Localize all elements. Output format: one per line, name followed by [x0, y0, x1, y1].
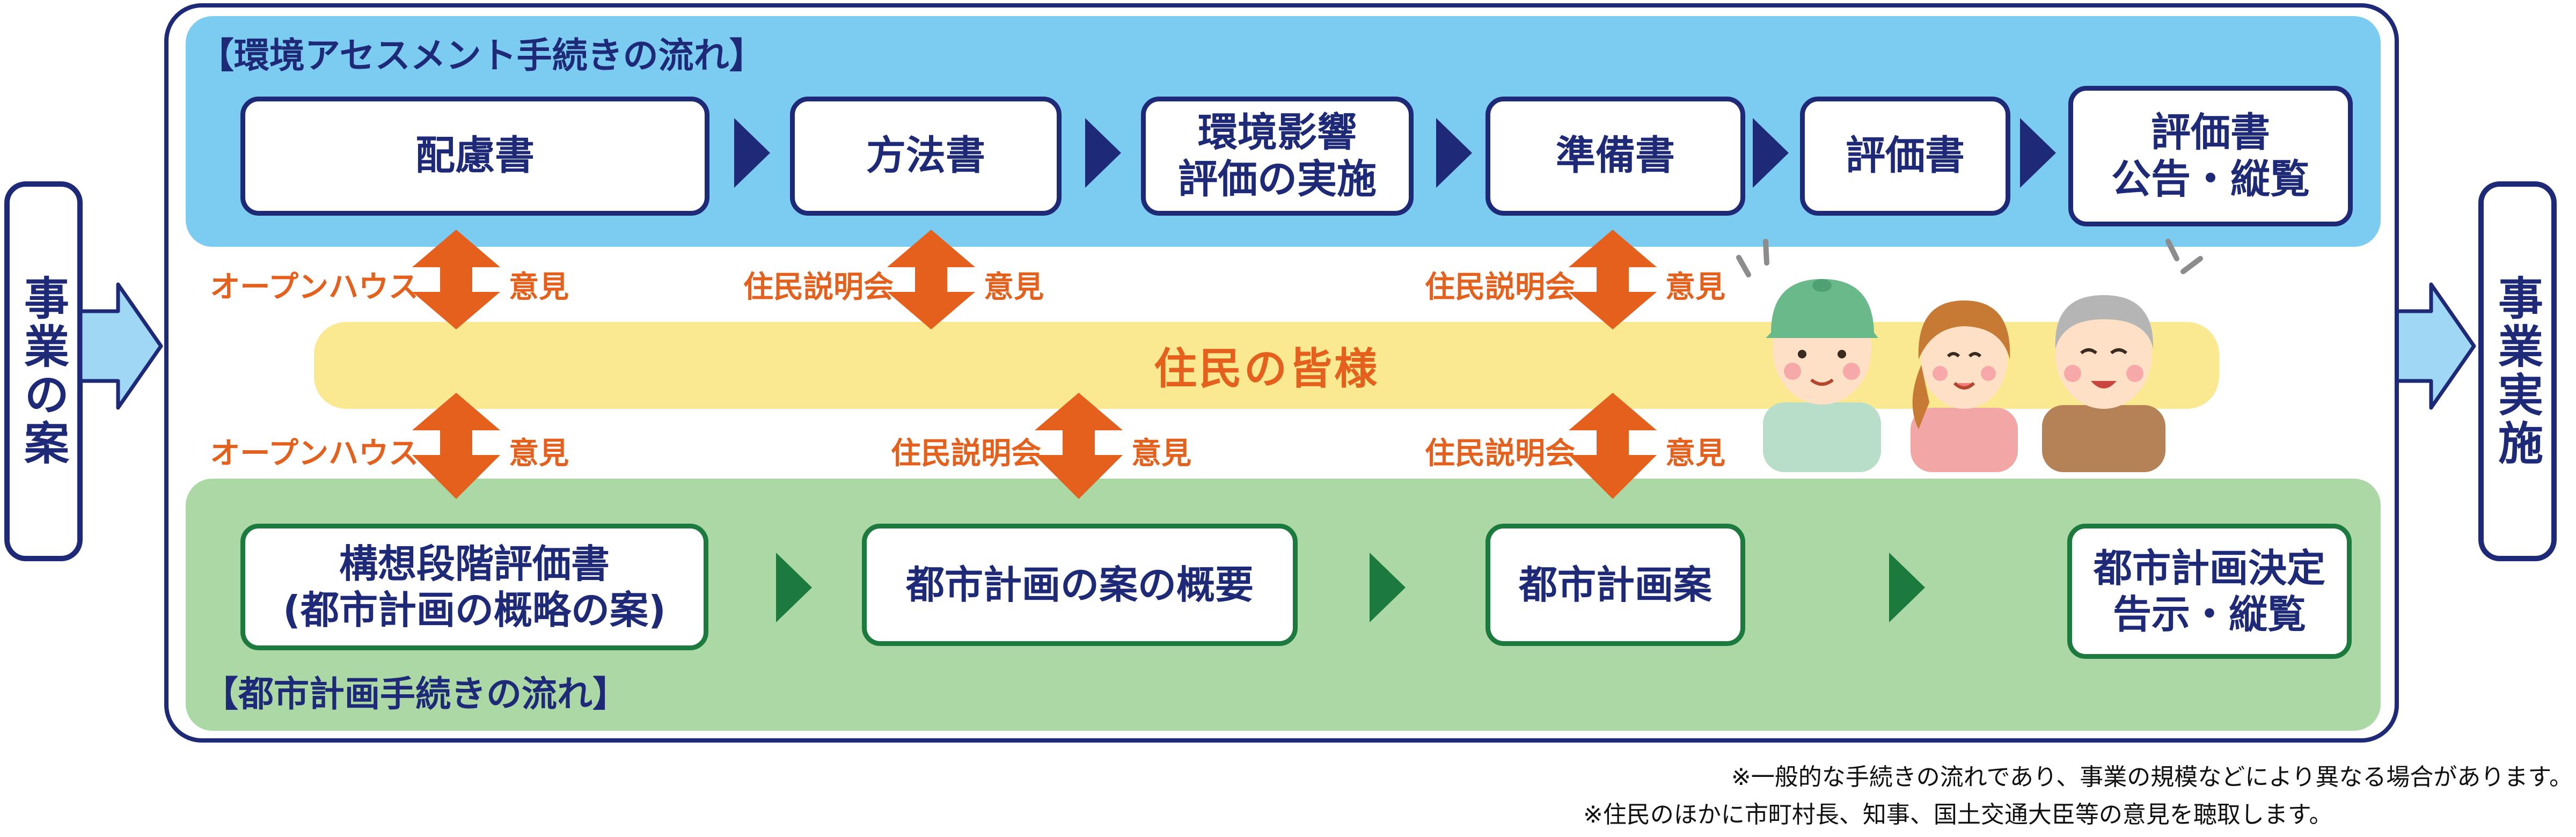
- footnote-2: ※住民のほかに市町村長、知事、国土交通大臣等の意見を聴取します。: [1583, 801, 2333, 828]
- upper-arrow-3-icon: [1569, 230, 1657, 329]
- assessment-arrow-5-icon: [2020, 118, 2056, 188]
- assessment-step-6: 評価書公告・縦覧: [2068, 86, 2353, 226]
- city-planning-step-3: 都市計画案: [1485, 524, 1745, 646]
- residents-label: 住民の皆様: [1154, 344, 1379, 394]
- city-planning-panel-title: 【都市計画手続きの流れ】: [203, 673, 628, 715]
- assessment-step-3: 環境影響評価の実施: [1141, 97, 1414, 216]
- lower-label-3-right: 意見: [1665, 436, 1725, 471]
- assessment-step-4: 準備書: [1485, 97, 1745, 216]
- upper-label-1-left: オープンハウス: [210, 270, 419, 305]
- woman-icon: [1911, 300, 2018, 472]
- footnote-1: ※一般的な手続きの流れであり、事業の規模などにより異なる場合があります。: [1731, 763, 2573, 791]
- upper-arrow-2-icon: [887, 230, 975, 329]
- residents-illustration: [1736, 239, 2203, 472]
- assessment-step-3-text: 環境影響: [1198, 109, 1357, 156]
- assessment-step-6-text: 公告・縦覧: [2111, 156, 2310, 202]
- left-project-plan-box: 事業の案: [4, 181, 83, 561]
- upper-label-3-left: 住民説明会: [1425, 270, 1575, 305]
- assessment-step-5-text: 評価書: [1846, 133, 1965, 179]
- city-planning-arrows: [776, 553, 1925, 622]
- assessment-arrow-4-icon: [1753, 118, 1789, 188]
- left-big-arrow-icon: [80, 282, 163, 410]
- city-arrow-3-icon: [1889, 553, 1925, 622]
- upper-label-3-right: 意見: [1665, 270, 1725, 305]
- elderly-man-icon: [2042, 295, 2165, 472]
- assessment-step-5: 評価書: [1800, 97, 2010, 216]
- assessment-step-2-text: 方法書: [866, 133, 985, 179]
- lower-arrow-2-icon: [1035, 393, 1123, 499]
- man-with-cap-icon: [1763, 279, 1881, 472]
- assessment-step-1: 配慮書: [240, 97, 709, 216]
- lower-label-1-left: オープンハウス: [210, 436, 419, 471]
- assessment-step-3-text: 評価の実施: [1178, 156, 1377, 202]
- lower-label-1-right: 意見: [509, 436, 569, 471]
- assessment-step-1-text: 配慮書: [415, 133, 535, 179]
- city-arrow-1-icon: [776, 553, 812, 622]
- city-planning-step-2: 都市計画の案の概要: [862, 524, 1298, 646]
- opinion-arrows: [412, 230, 1657, 499]
- assessment-step-2: 方法書: [790, 97, 1062, 216]
- assessment-step-6-text: 評価書: [2151, 109, 2270, 156]
- upper-arrow-1-icon: [412, 230, 500, 329]
- upper-label-2-right: 意見: [984, 270, 1044, 305]
- upper-label-1-right: 意見: [509, 270, 569, 305]
- city-planning-step-1-text: (都市計画の概略の案): [283, 588, 666, 633]
- city-planning-step-1-text: 構想段階評価書: [339, 541, 610, 586]
- city-planning-step-1: 構想段階評価書(都市計画の概略の案): [240, 524, 708, 650]
- city-planning-step-4: 都市計画決定告示・縦覧: [2067, 524, 2352, 659]
- right-box-label: 事業実施: [2491, 275, 2544, 468]
- right-big-arrow-icon: [2394, 282, 2476, 410]
- upper-label-2-left: 住民説明会: [743, 270, 894, 305]
- right-project-implementation-box: 事業実施: [2478, 181, 2557, 561]
- city-planning-step-3-text: 都市計画案: [1518, 562, 1712, 607]
- assessment-panel-title: 【環境アセスメント手続きの流れ】: [199, 35, 765, 76]
- lower-label-2-right: 意見: [1131, 436, 1191, 471]
- city-planning-step-4-text: 都市計画決定: [2093, 545, 2325, 591]
- left-box-label: 事業の案: [17, 275, 70, 468]
- lower-arrow-3-icon: [1569, 393, 1657, 499]
- residents-band: 住民の皆様: [314, 322, 2219, 409]
- assessment-arrows: [734, 118, 2056, 188]
- assessment-step-4-text: 準備書: [1556, 133, 1675, 179]
- assessment-arrow-1-icon: [734, 118, 770, 188]
- assessment-arrow-3-icon: [1436, 118, 1472, 188]
- lower-label-3-left: 住民説明会: [1425, 436, 1575, 471]
- city-arrow-2-icon: [1370, 553, 1406, 622]
- lower-arrow-1-icon: [412, 393, 500, 499]
- lower-label-2-left: 住民説明会: [891, 436, 1041, 471]
- city-planning-step-4-text: 告示・縦覧: [2112, 592, 2306, 637]
- city-planning-step-2-text: 都市計画の案の概要: [905, 562, 1254, 607]
- assessment-arrow-2-icon: [1085, 118, 1121, 188]
